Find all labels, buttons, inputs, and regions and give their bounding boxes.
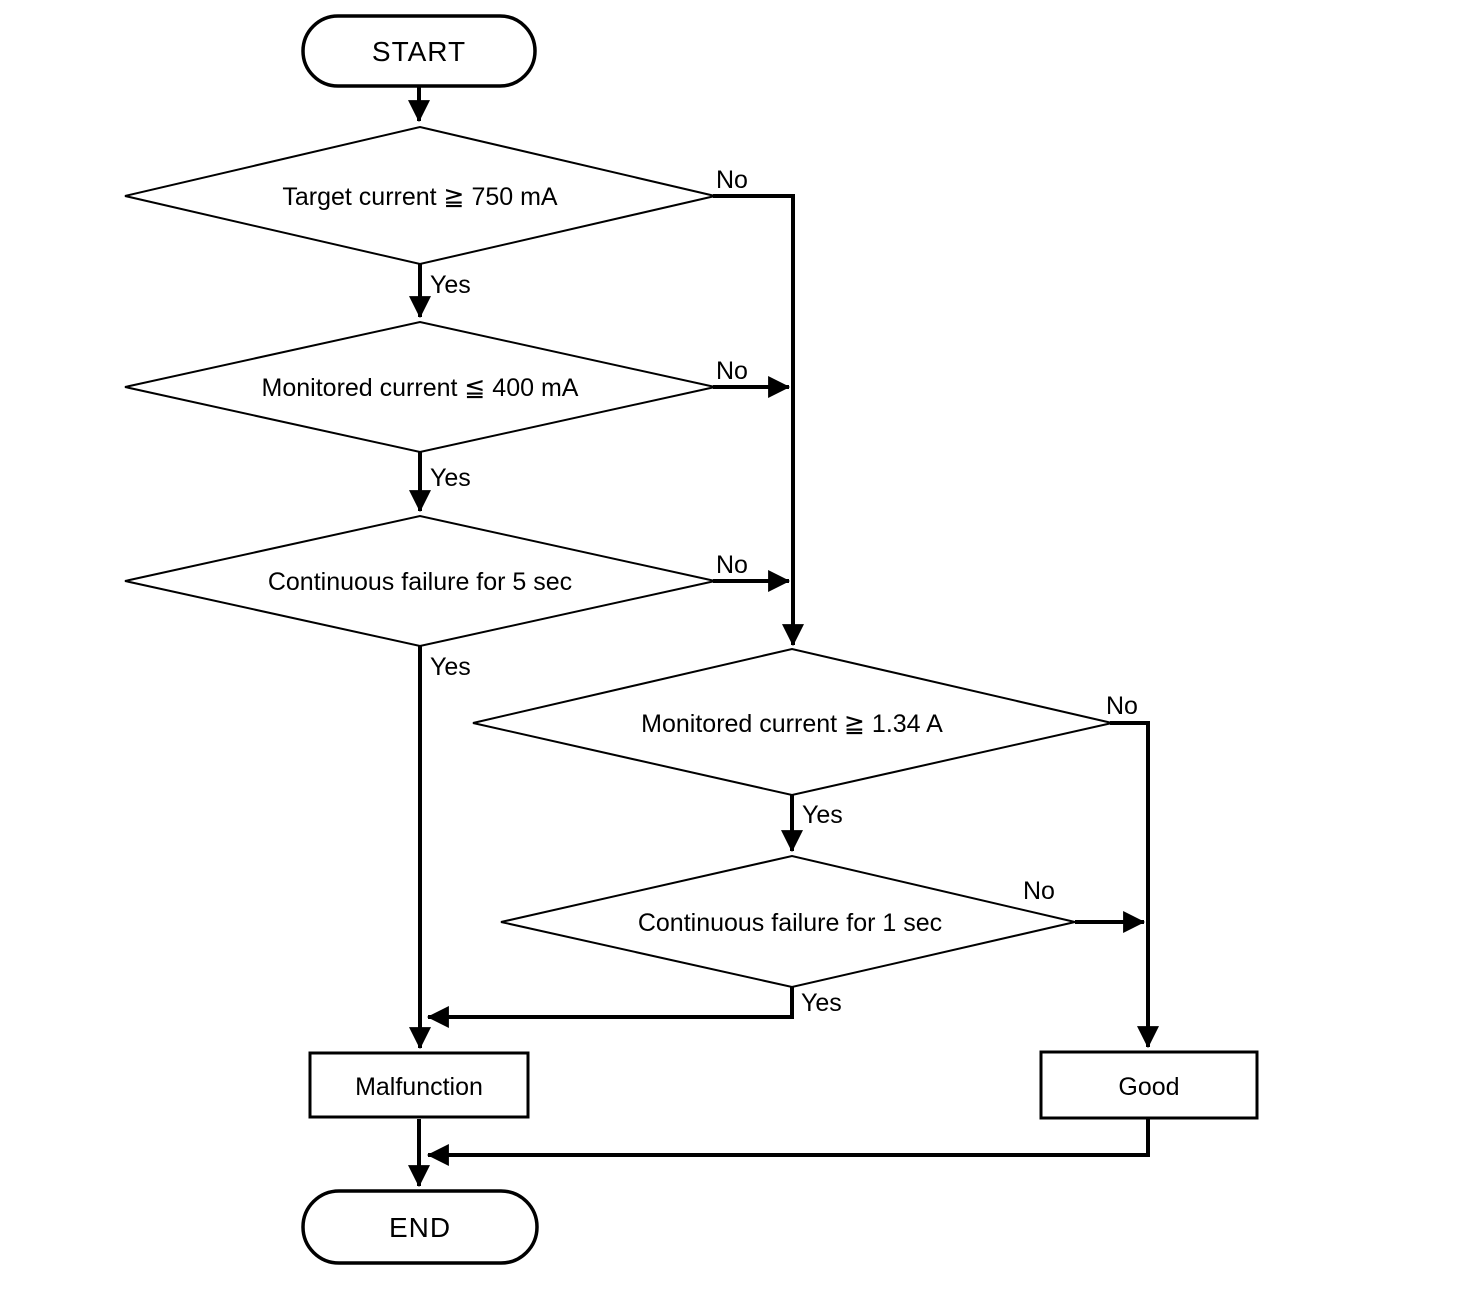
- decision-monitored-current-high-label: Monitored current ≧ 1.34 A: [641, 710, 943, 738]
- decision-monitored-current-low-shape: [124, 320, 716, 454]
- good-box-shape: [1039, 1050, 1259, 1120]
- end-node: END: [301, 1189, 539, 1265]
- decision-monitored-current-high-shape: [472, 647, 1113, 797]
- branch-label-yes-d5: Yes: [801, 989, 842, 1017]
- branch-label-no-d5: No: [1023, 877, 1055, 905]
- flow-edges: [408, 86, 1159, 1188]
- malfunction-box-shape: [308, 1051, 530, 1119]
- start-label: START: [372, 36, 466, 67]
- malfunction-label: Malfunction: [355, 1073, 483, 1101]
- branch-label-no-d3: No: [716, 551, 748, 579]
- branch-labels: Yes No Yes No Yes No Yes No No Yes: [430, 166, 1138, 1017]
- good-label: Good: [1118, 1073, 1179, 1101]
- edge-d4-no: [1110, 721, 1159, 1049]
- branch-label-no-d4: No: [1106, 692, 1138, 720]
- branch-label-yes-d2: Yes: [430, 464, 471, 492]
- branch-label-yes-d4: Yes: [802, 801, 843, 829]
- decision-continuous-failure-5sec: Continuous failure for 5 sec: [124, 514, 716, 648]
- decision-continuous-failure-5sec-label: Continuous failure for 5 sec: [268, 568, 572, 596]
- decision-monitored-current-low-label: Monitored current ≦ 400 mA: [262, 374, 579, 402]
- start-terminator-shape: [301, 14, 537, 88]
- branch-label-yes-d1: Yes: [430, 271, 471, 299]
- end-label: END: [389, 1212, 451, 1243]
- good-node: Good: [1039, 1050, 1259, 1120]
- branch-label-no-d2: No: [716, 357, 748, 385]
- start-node: START: [301, 14, 537, 88]
- decision-monitored-current-high: Monitored current ≧ 1.34 A: [472, 647, 1113, 797]
- decision-continuous-failure-1sec-label: Continuous failure for 1 sec: [638, 909, 942, 937]
- decision-target-current-label: Target current ≧ 750 mA: [282, 183, 558, 211]
- decision-continuous-failure-1sec-shape: [500, 854, 1076, 989]
- decision-target-current: Target current ≧ 750 mA: [124, 125, 716, 266]
- decision-continuous-failure-1sec: Continuous failure for 1 sec: [500, 854, 1076, 989]
- edge-good-to-end: [426, 1119, 1150, 1166]
- branch-label-no-d1: No: [716, 166, 748, 194]
- decision-target-current-shape: [124, 125, 716, 266]
- end-terminator-shape: [301, 1189, 539, 1265]
- decision-monitored-current-low: Monitored current ≦ 400 mA: [124, 320, 716, 454]
- branch-label-yes-d3: Yes: [430, 653, 471, 681]
- edge-d1-no: [713, 194, 804, 647]
- malfunction-node: Malfunction: [308, 1051, 530, 1119]
- decision-continuous-failure-5sec-shape: [124, 514, 716, 648]
- edge-d5-yes: [426, 987, 794, 1028]
